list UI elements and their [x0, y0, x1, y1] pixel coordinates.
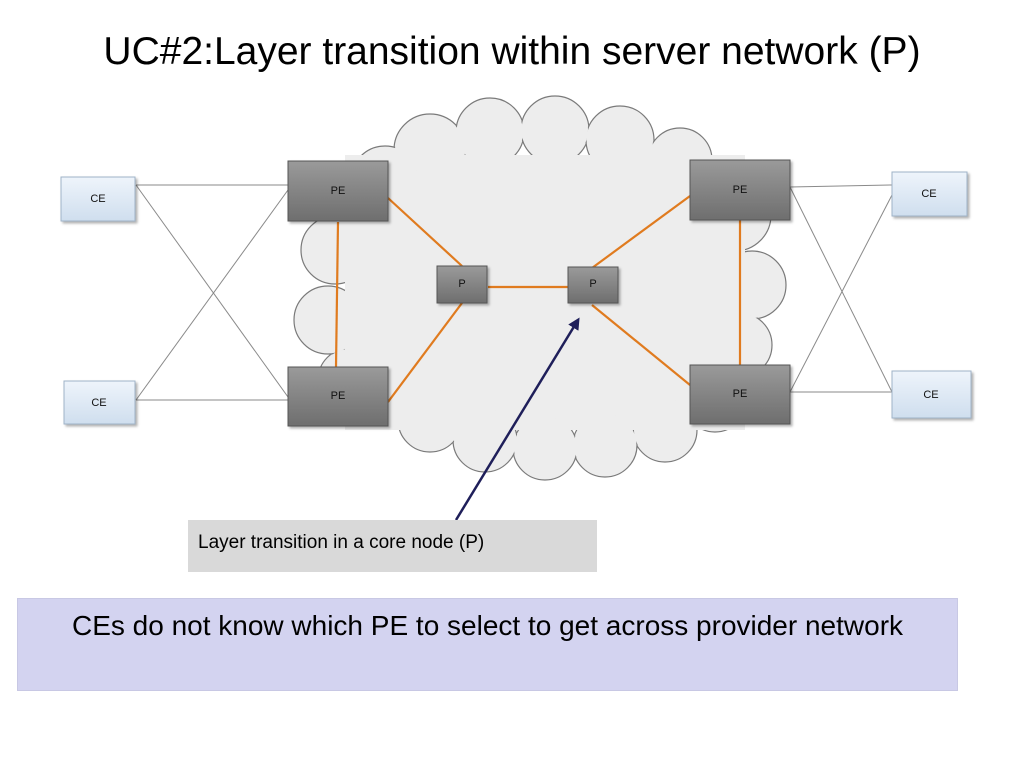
- ce-node-bottom-right: CE: [891, 370, 972, 419]
- note-box: CEs do not know which PE to select to ge…: [17, 598, 958, 691]
- p-label: P: [589, 278, 596, 290]
- p-node-left: P: [436, 265, 488, 304]
- p-node-right: P: [567, 266, 619, 304]
- p-label: P: [458, 278, 465, 290]
- pe-label: PE: [331, 185, 346, 197]
- ce-node-top-right: CE: [891, 171, 968, 217]
- access-links: [135, 184, 893, 401]
- ce-label: CE: [90, 193, 105, 205]
- pe-node-bottom-right: PE: [689, 364, 791, 425]
- slide-title: UC#2:Layer transition within server netw…: [103, 30, 921, 73]
- callout-label: Layer transition in a core node (P): [188, 520, 597, 572]
- pe-label: PE: [331, 390, 346, 402]
- ce-label: CE: [921, 188, 936, 200]
- callout-arrow: [454, 317, 580, 521]
- ce-label: CE: [923, 389, 938, 401]
- ce-node-bottom-left: CE: [63, 380, 136, 425]
- ce-node-top-left: CE: [60, 176, 136, 222]
- pe-label: PE: [733, 184, 748, 196]
- pe-node-top-right: PE: [689, 159, 791, 221]
- ce-label: CE: [91, 397, 106, 409]
- pe-label: PE: [733, 388, 748, 400]
- core-links: [334, 195, 742, 403]
- pe-node-bottom-left: PE: [287, 366, 389, 427]
- pe-node-top-left: PE: [287, 160, 389, 222]
